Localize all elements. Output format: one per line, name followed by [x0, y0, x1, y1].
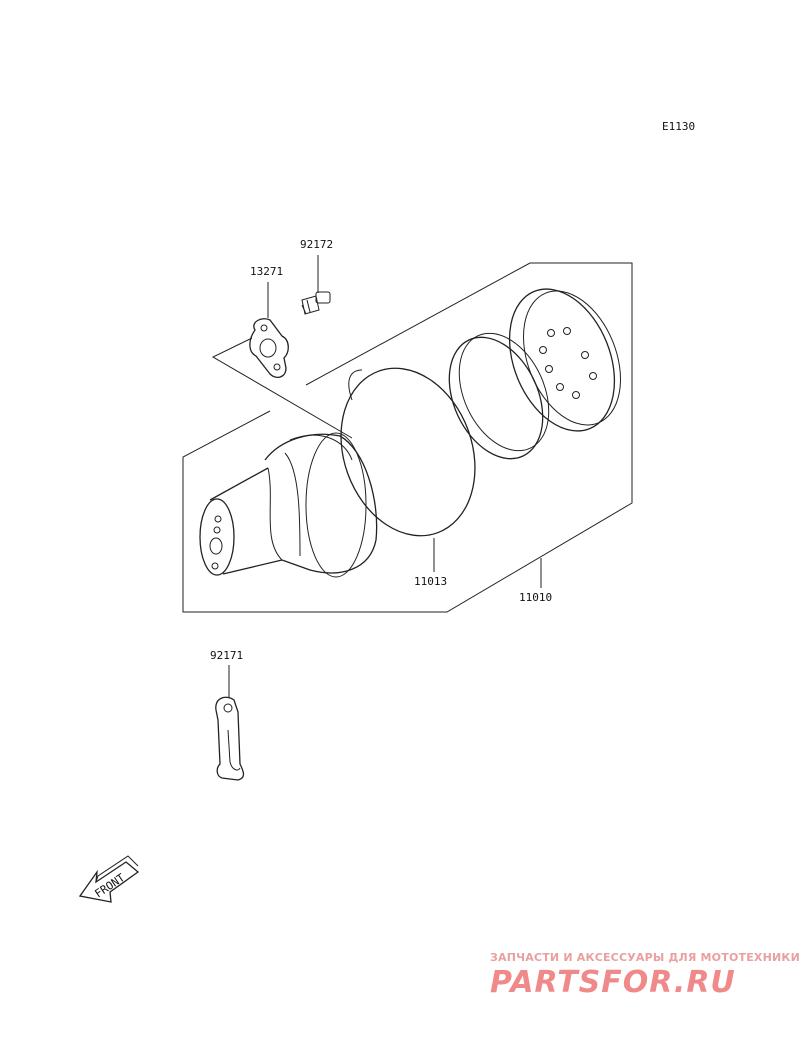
muffler-body[interactable]: [199, 432, 378, 578]
watermark-logo: PARTSFOR.RU: [490, 965, 736, 1000]
label-13271[interactable]: 13271: [250, 265, 283, 278]
gasket-13271[interactable]: [249, 318, 289, 379]
watermark-tagline: ЗАПЧАСТИ И АКСЕССУАРЫ ДЛЯ МОТОТЕХНИКИ: [490, 951, 800, 964]
label-11010[interactable]: 11010: [519, 591, 552, 604]
ring[interactable]: [431, 319, 567, 474]
assembly-outline: [182, 262, 633, 613]
front-arrow-icon: FRONT: [78, 855, 140, 903]
diagram-code: E1130: [662, 120, 695, 133]
label-11013[interactable]: 11013: [414, 575, 447, 588]
gasket-bracket: [211, 337, 353, 439]
end-cap[interactable]: [490, 273, 639, 446]
label-92171[interactable]: 92171: [210, 649, 243, 662]
label-92172[interactable]: 92172: [300, 238, 333, 251]
packing-11013[interactable]: [318, 349, 497, 554]
bracket-92171[interactable]: [215, 696, 245, 781]
bolt-92172[interactable]: [301, 291, 331, 315]
